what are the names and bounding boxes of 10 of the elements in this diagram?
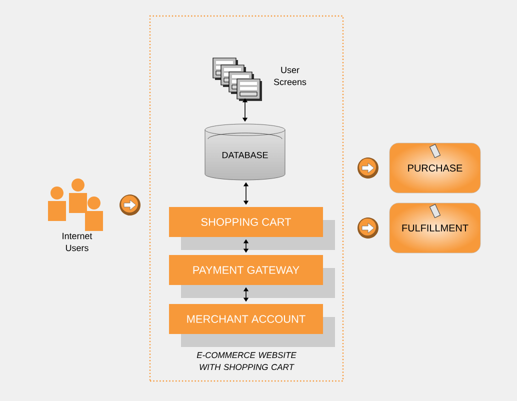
- action-button: PURCHASE: [389, 142, 481, 194]
- screens-drawing: [212, 58, 262, 101]
- process-bar: MERCHANT ACCOUNT: [169, 304, 335, 347]
- process-bar: PAYMENT GATEWAY: [169, 255, 335, 298]
- process-bar: SHOPPING CART: [169, 207, 335, 250]
- caption-text: User Screens: [274, 66, 306, 86]
- action-button: FULFILLMENT: [389, 202, 481, 254]
- caption-text: Internet Users: [62, 232, 92, 252]
- people-icon: [48, 178, 103, 231]
- database-cylinder: DATABASE: [204, 124, 286, 180]
